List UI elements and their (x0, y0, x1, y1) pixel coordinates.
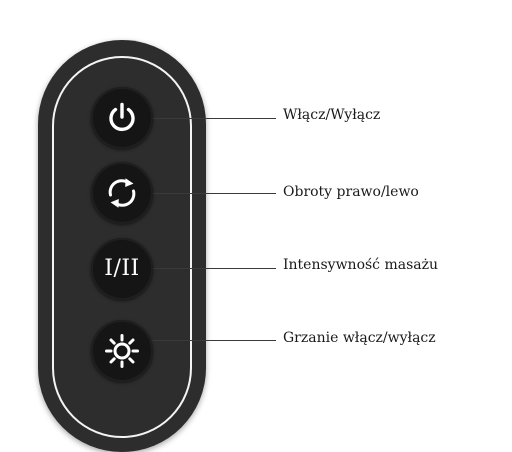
heating-button[interactable] (91, 320, 153, 382)
leader-line-rotation (126, 193, 276, 194)
label-rotation: Obroty prawo/lewo (283, 184, 419, 200)
label-intensity: Intensywność masażu (283, 257, 439, 273)
rotate-arrows-icon (108, 178, 136, 208)
power-button[interactable] (91, 87, 153, 149)
intensity-button[interactable]: I/II (91, 238, 153, 300)
intensity-icon: I/II (104, 256, 140, 281)
leader-line-power (126, 118, 276, 119)
leader-line-intensity (126, 268, 276, 269)
rotation-direction-button[interactable] (91, 162, 153, 224)
diagram-canvas: I/II Włącz/Wyłącz Obroty prawo/lewo Inte… (38, 40, 439, 452)
label-heating: Grzanie włącz/wyłącz (283, 330, 436, 346)
power-icon (109, 102, 135, 132)
label-power: Włącz/Wyłącz (283, 107, 381, 123)
heat-sun-icon (105, 334, 139, 368)
leader-line-heating (126, 340, 276, 341)
